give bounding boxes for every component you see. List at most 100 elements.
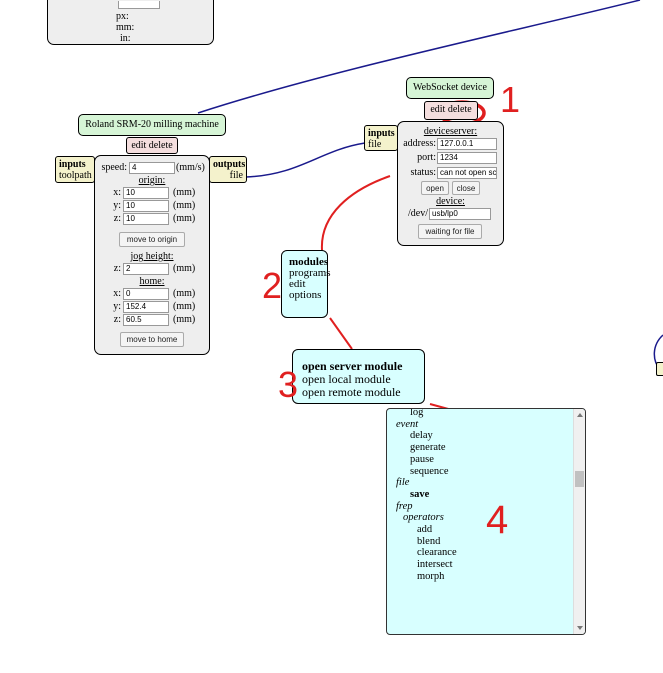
menu-item-open-remote-module[interactable]: open remote module (302, 385, 401, 399)
roland-title[interactable]: Roland SRM-20 milling machine (78, 114, 226, 136)
list-item-event: event (396, 418, 419, 430)
waiting-for-file-button[interactable]: waiting for file (418, 224, 482, 239)
top-panel-line-in: in: (120, 33, 131, 44)
menu-item-open-server-module[interactable]: open server module (302, 359, 403, 373)
home-x-label: x: (113, 288, 121, 299)
home-x-input[interactable]: 0 (123, 288, 169, 300)
context-menu-modules: open server module open local module ope… (292, 349, 425, 404)
origin-y-input[interactable]: 10 (123, 200, 169, 212)
home-y-label: y: (113, 301, 121, 312)
list-item-save[interactable]: save (410, 488, 430, 500)
list-scrollbar[interactable] (573, 409, 585, 634)
origin-header: origin: (138, 175, 166, 186)
speed-label: speed: (101, 162, 127, 173)
origin-z-unit: (mm) (173, 213, 196, 224)
websocket-inputs-label: inputs (368, 128, 395, 139)
home-z-input[interactable]: 60.5 (123, 314, 169, 326)
list-item-generate[interactable]: generate (410, 442, 446, 454)
list-scrollbar-thumb[interactable] (575, 471, 584, 487)
speed-input[interactable]: 4 (129, 162, 175, 174)
websocket-title[interactable]: WebSocket device (406, 77, 494, 99)
origin-x-unit: (mm) (173, 187, 196, 198)
callout-line-1 (320, 175, 391, 251)
home-header: home: (139, 276, 165, 287)
roland-panel: speed: 4 (mm/s) origin: x: 10 (mm) y: 10… (94, 155, 210, 355)
deviceserver-header: deviceserver: (423, 126, 478, 137)
menu-item-programs[interactable]: programs (289, 267, 331, 279)
home-z-label: z: (113, 314, 121, 325)
callout-line-2 (329, 317, 353, 350)
close-button[interactable]: close (452, 181, 480, 195)
list-item-sequence[interactable]: sequence (410, 465, 449, 477)
dev-input[interactable]: usb/lp0 (429, 208, 491, 220)
roland-inputs[interactable]: inputs toolpath (55, 156, 95, 183)
home-z-unit: (mm) (173, 314, 196, 325)
jog-z-label: z: (113, 263, 121, 274)
roland-inputs-label: inputs (59, 159, 86, 170)
device-header: device: (436, 196, 465, 207)
origin-y-unit: (mm) (173, 200, 196, 211)
home-y-unit: (mm) (173, 301, 196, 312)
list-item-pause[interactable]: pause (410, 453, 434, 465)
menu-item-edit[interactable]: edit (289, 278, 306, 290)
list-item-morph[interactable]: morph (417, 570, 445, 582)
websocket-panel: deviceserver: address: 127.0.0.1 port: 1… (397, 121, 504, 246)
websocket-inputs-port[interactable]: file (368, 139, 382, 150)
list-item-blend[interactable]: blend (417, 535, 441, 547)
step-label-3: 3 (278, 364, 299, 405)
move-to-origin-button[interactable]: move to origin (119, 232, 185, 247)
roland-outputs[interactable]: outputs file (209, 156, 247, 183)
list-item-add[interactable]: add (417, 524, 433, 535)
move-to-home-button[interactable]: move to home (120, 332, 184, 347)
origin-z-label: z: (113, 213, 121, 224)
roland-outputs-port[interactable]: file (229, 170, 243, 181)
websocket-edit-delete: edit delete (424, 101, 478, 120)
open-button[interactable]: open (421, 181, 449, 195)
scroll-down-arrow-icon[interactable] (577, 626, 583, 630)
top-partial-panel: px: mm: in: (47, 0, 214, 45)
websocket-edit-button[interactable]: edit (430, 104, 446, 115)
status-label: status: (410, 167, 436, 178)
home-x-unit: (mm) (173, 288, 196, 299)
roland-inputs-port[interactable]: toolpath (59, 170, 92, 181)
roland-edit-delete[interactable]: edit delete (126, 137, 178, 154)
dev-label: /dev/ (408, 208, 428, 219)
list-item-operators: operators (403, 512, 444, 524)
origin-z-input[interactable]: 10 (123, 213, 169, 225)
menu-item-options[interactable]: options (289, 289, 322, 301)
roland-outputs-label: outputs (213, 159, 246, 170)
home-y-input[interactable]: 152.4 (123, 301, 169, 313)
list-item-intersect[interactable]: intersect (417, 559, 453, 571)
scroll-up-arrow-icon[interactable] (577, 413, 583, 417)
context-menu-main: modules programs edit options (281, 250, 331, 318)
step-label-2: 2 (262, 265, 283, 306)
status-input[interactable]: can not open sc (437, 167, 497, 179)
websocket-inputs[interactable]: inputs file (364, 125, 398, 151)
list-item-clearance[interactable]: clearance (417, 547, 457, 559)
top-panel-input-stub (118, 1, 160, 9)
menu-item-open-local-module[interactable]: open local module (302, 372, 391, 386)
list-item-log[interactable]: log (410, 408, 424, 418)
speed-unit: (mm/s) (176, 162, 205, 173)
top-panel-line-mm: mm: (116, 22, 135, 33)
step-label-4: 4 (486, 498, 509, 542)
wire-blue-file (245, 142, 366, 178)
address-label: address: (403, 138, 436, 149)
top-panel-line-px: px: (116, 11, 129, 22)
address-input[interactable]: 127.0.0.1 (437, 138, 497, 150)
list-item-frep: frep (396, 500, 413, 512)
jog-z-unit: (mm) (173, 263, 196, 274)
port-input[interactable]: 1234 (437, 152, 497, 164)
origin-x-input[interactable]: 10 (123, 187, 169, 199)
list-item-file: file (396, 477, 410, 489)
origin-y-label: y: (113, 200, 121, 211)
list-item-delay[interactable]: delay (410, 430, 433, 442)
port-label: port: (417, 152, 436, 163)
step-label-1: 1 (500, 79, 521, 120)
menu-item-modules[interactable]: modules (289, 256, 329, 268)
websocket-delete-button[interactable]: delete (447, 104, 472, 115)
jog-z-input[interactable]: 2 (123, 263, 169, 275)
jog-height-header: jog height: (130, 251, 174, 262)
right-edge-partial-box (656, 362, 663, 376)
